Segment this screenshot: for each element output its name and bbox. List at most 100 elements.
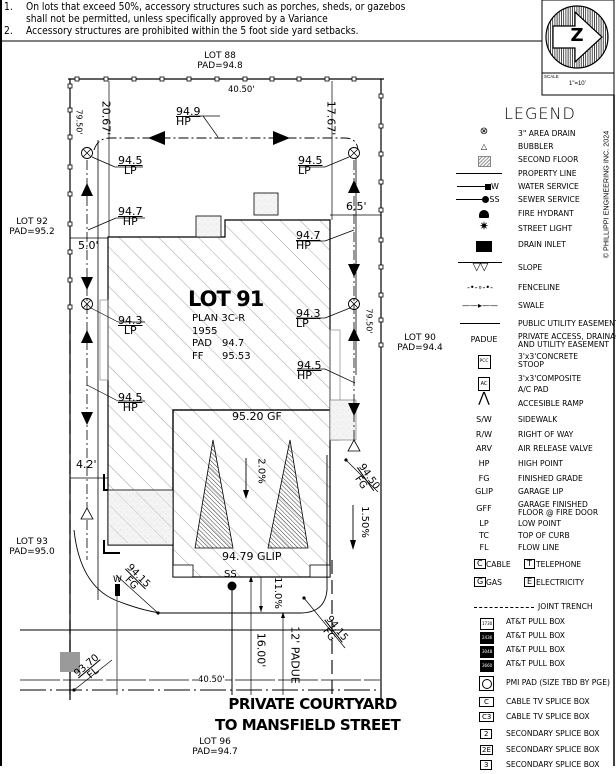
scale-value: 1"=10' [569,81,586,87]
pmi-pad-icon [479,676,494,691]
legend-item: FIRE HYDRANT [462,210,612,224]
note-2-text: Accessory structures are prohibited with… [26,26,359,37]
street-light-icon: ✷ [478,219,490,233]
pull-box-icon: 3660 [480,660,495,672]
slope-icon: ▽▽ [458,261,502,272]
bubbler-icon: △ [480,142,488,151]
concrete-stoop-icon: PCC [462,355,506,369]
property-line-icon [456,170,502,178]
pue-line-icon [458,320,502,328]
splice-box-icon: 3 [480,760,493,770]
dim-side-left-lower: 4.2' [76,458,97,471]
ac-pad-icon: AC [462,377,506,391]
splice-box-icon: C [479,697,494,707]
street-label: PRIVATE COURTYARD TO MANSFIELD STREET [215,695,401,734]
scale-label: SCALE [544,74,559,79]
legend-item: PUBLIC UTILITY EASEMENT [460,320,616,334]
north-arrow-icon: Z [570,25,584,46]
lot-title: LOT 91 [188,287,264,311]
legend-item: ✷STREET LIGHT [462,219,612,239]
pull-box-icon: 3048 [480,646,495,658]
pull-box-icon: 2436 [480,632,495,644]
joint-trench-icon [474,607,534,608]
legend-item: ▽▽SLOPE [458,261,612,278]
second-floor-hatch-icon [462,156,506,169]
legend-item: SECOND FLOOR [462,156,612,170]
dim-side-left: 5.0' [78,239,99,252]
fenceline-icon: -•-∘-•- [467,283,493,292]
dim-setback-right-top: 17.67' [324,100,338,136]
padue-label: PADUE [470,335,498,344]
note-1-text: On lots that exceed 50%, accessory struc… [26,2,406,13]
legend-item: ⊗3" AREA DRAIN [462,126,612,144]
drain-inlet-icon [462,241,506,254]
dim-top-width: 40.50' [228,85,255,95]
accessible-ramp-icon: ⋀ [478,390,490,406]
dim-setback-left-top: 20.67' [99,100,113,136]
area-drain-icon: ⊗ [479,126,489,137]
garage-slope: 2.0% [255,458,267,484]
swale-icon: ——▸—— [461,301,498,310]
legend-item: DRAIN INLET [462,241,612,255]
legend-item: △BUBBLER [462,143,612,157]
drive-slope: 11.0% [271,577,283,609]
swale-slope: 1.50% [358,506,370,538]
legend-item: ⋀ACCESIBLE RAMP [462,391,612,414]
note-1-cont: shall not be permitted, unless specifica… [26,14,328,25]
splice-box-icon: C3 [479,712,495,722]
water-service-label: W [113,575,122,585]
legend-item-pmi: PMI PAD (SIZE TBD BY PGE) [462,676,612,691]
garage-lip-elev: 94.79 GLIP [222,550,282,563]
dim-side-right: 6.5' [346,200,367,213]
splice-box-icon: 2E [480,745,493,755]
legend-title: LEGEND [504,104,576,123]
sewer-service-icon: SS [456,196,500,204]
sewer-service-label: SS [224,569,237,580]
dim-front: 16.00' [254,632,268,668]
legend-item-cable-telephone: C CABLE T TELEPHONE [462,559,612,573]
dim-left-depth: 79.50' [74,109,84,135]
legend-item: ——▸——SWALE [462,302,612,316]
dim-padue: 12' PADUE [288,626,302,684]
legend-item: -•-∘-•-FENCELINE [462,284,612,298]
legend-item-joint-trench: JOINT TRENCH [462,603,612,617]
water-service-icon: W [456,183,500,191]
